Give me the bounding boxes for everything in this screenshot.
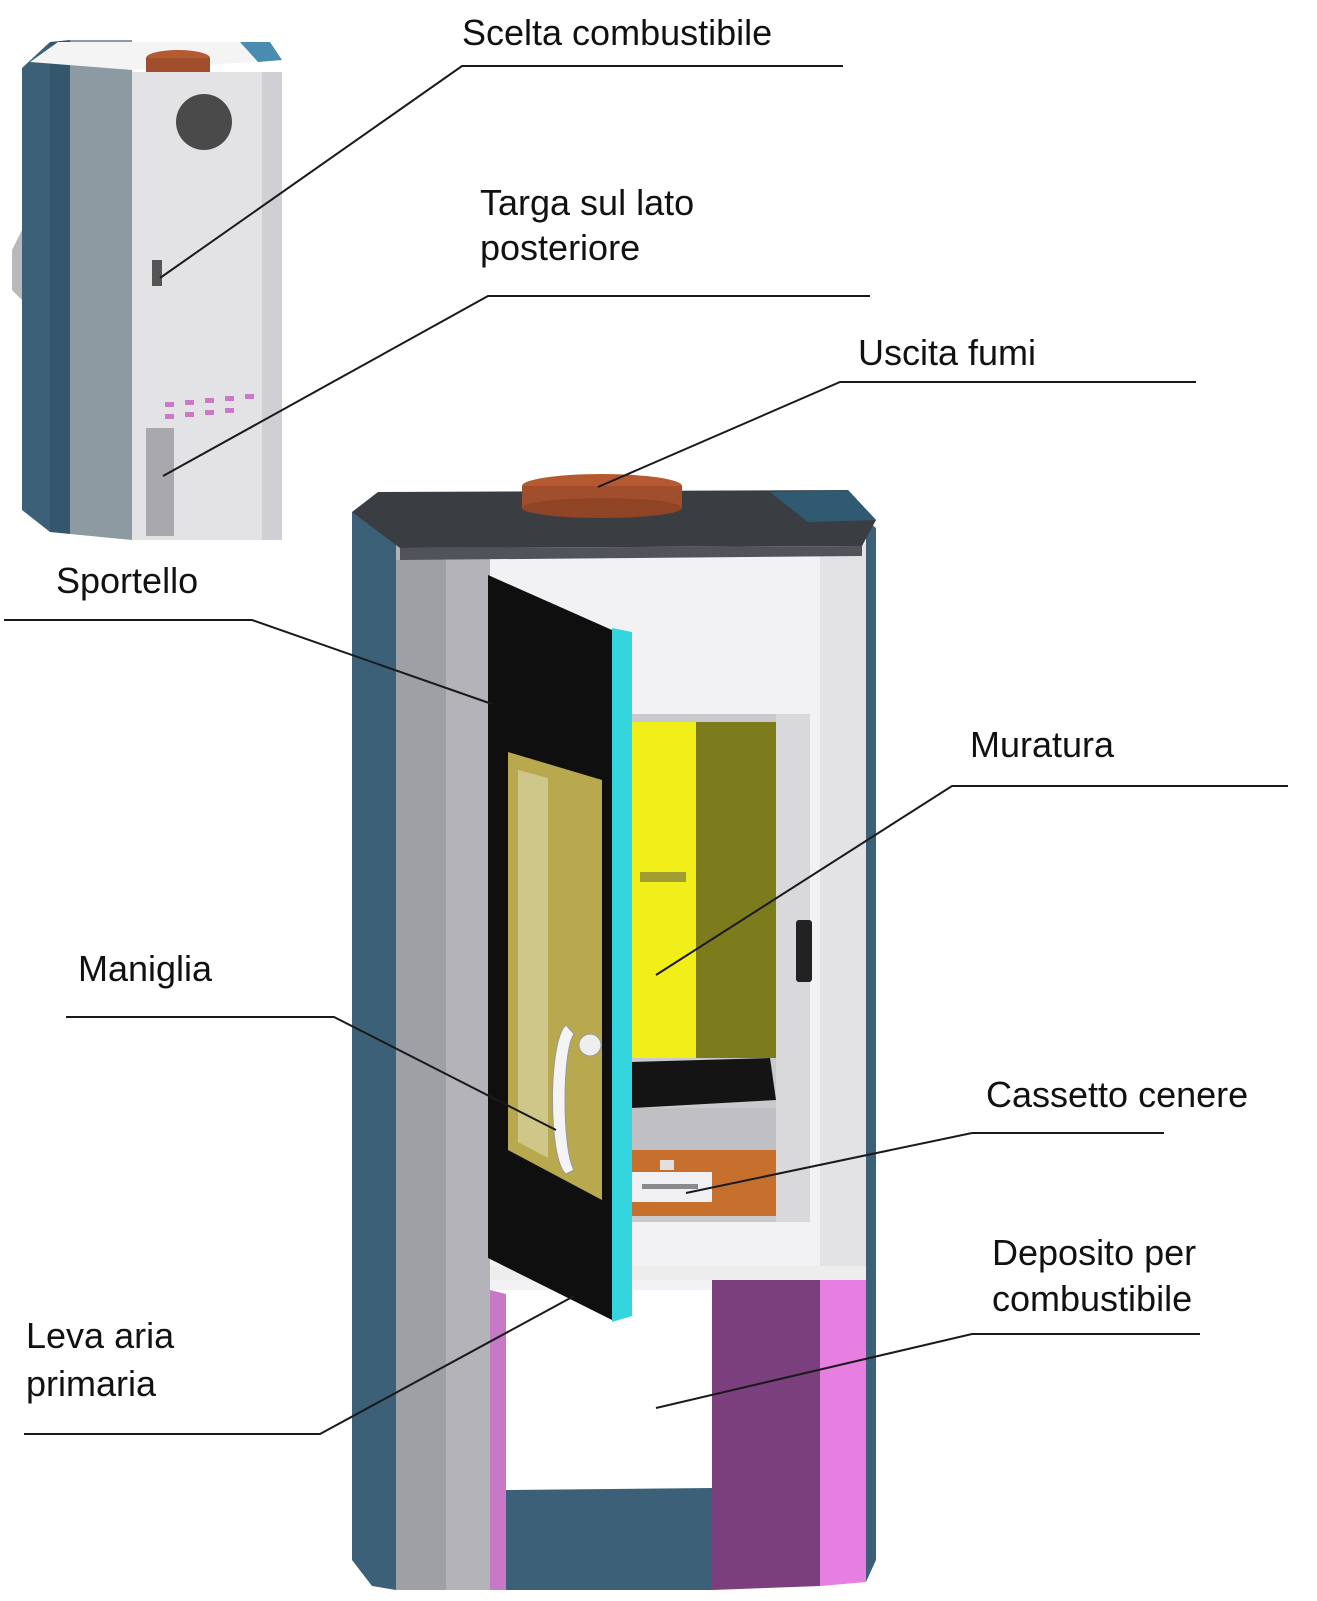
door-glass-highlight <box>518 770 548 1158</box>
label-uscita-fumi: Uscita fumi <box>858 332 1037 373</box>
rear-grey-flank <box>70 40 132 540</box>
firebox-shelf <box>640 872 686 882</box>
stove-left-panel-shade <box>396 556 446 1590</box>
firebox-yellow-wall <box>630 722 700 1058</box>
leader-cassetto <box>685 1132 1164 1194</box>
firebox-grate <box>632 1058 776 1108</box>
rear-left-strip <box>50 40 70 534</box>
leader-scelta <box>159 65 843 279</box>
label-targa-line1: Targa sul lato <box>480 182 695 223</box>
leader-uscita <box>597 381 1196 488</box>
door-handle <box>552 1024 602 1175</box>
leader-sportello <box>4 619 493 705</box>
label-targa-line2: posteriore <box>480 227 641 268</box>
storage-floor <box>506 1488 712 1590</box>
flue-outlet-base <box>522 498 682 518</box>
leader-lines <box>4 65 1288 1435</box>
leader-leva <box>24 1295 575 1435</box>
ash-drawer-slot <box>642 1184 698 1189</box>
fuel-selector-knob <box>152 260 162 286</box>
leader-muratura <box>655 785 1288 976</box>
rear-top-edge <box>240 42 282 62</box>
label-maniglia: Maniglia <box>78 948 213 989</box>
label-sportello: Sportello <box>56 560 199 601</box>
rear-left-side <box>22 42 50 532</box>
label-leva-line2: primaria <box>26 1363 157 1404</box>
label-muratura: Muratura <box>970 724 1115 765</box>
rear-flue-hole <box>176 94 232 150</box>
main-stove <box>352 474 876 1590</box>
label-scelta-combustibile: Scelta combustibile <box>462 12 773 53</box>
label-deposito-line2: combustibile <box>992 1278 1193 1319</box>
label-deposito-line1: Deposito per <box>992 1232 1197 1273</box>
rear-side-handle <box>12 230 22 300</box>
rear-view-stove <box>12 40 282 540</box>
rear-vent-holes <box>165 394 254 419</box>
stove-top <box>352 490 876 548</box>
rear-panel-strip <box>262 72 282 540</box>
side-latch <box>796 920 812 982</box>
firebox-floor <box>632 1108 776 1150</box>
label-leva-line1: Leva aria <box>26 1315 175 1356</box>
stove-left-edge <box>352 500 396 1590</box>
leader-maniglia <box>66 1016 557 1131</box>
firebox-olive-wall <box>696 722 776 1058</box>
rear-plate <box>146 428 174 536</box>
door-cyan-edge <box>612 628 632 1322</box>
stove-top-right-corner <box>770 490 876 522</box>
stove-top-front-edge <box>400 546 862 560</box>
storage-pink-wall <box>820 1270 866 1586</box>
ash-drawer-knob <box>660 1160 674 1170</box>
storage-purple-wall <box>712 1272 820 1590</box>
leader-targa <box>162 295 870 477</box>
storage-back <box>506 1290 718 1490</box>
leader-deposito <box>655 1333 1200 1409</box>
stove-right-edge <box>866 520 876 1582</box>
label-cassetto-cenere: Cassetto cenere <box>986 1074 1249 1115</box>
storage-left-wall <box>490 1290 506 1590</box>
